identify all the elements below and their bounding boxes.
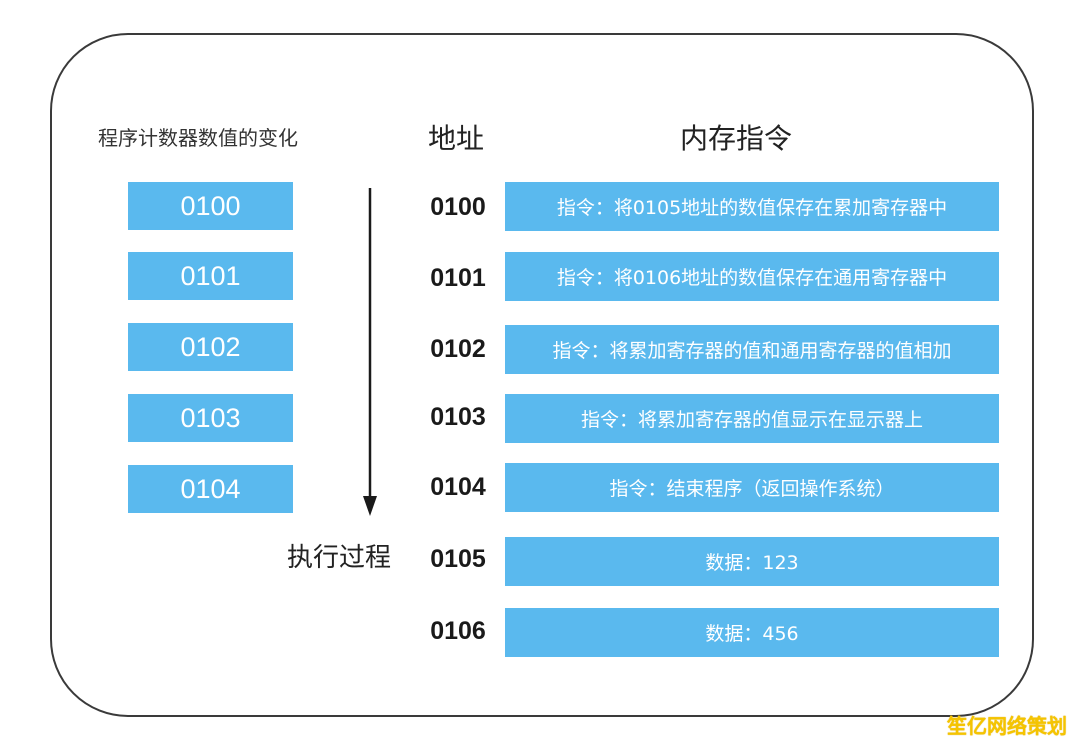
pc-value-box: 0101	[128, 252, 293, 300]
address-label: 0106	[430, 617, 486, 645]
address-label: 0100	[430, 193, 486, 221]
watermark: 笙亿网络策划	[947, 714, 1067, 738]
address-label: 0104	[430, 473, 486, 501]
memory-cell: 数据：123	[505, 537, 999, 586]
memory-cell: 指令：将0106地址的数值保存在通用寄存器中	[505, 252, 999, 301]
memory-column-title: 内存指令	[680, 122, 793, 155]
address-label: 0101	[430, 264, 486, 292]
memory-cell: 数据：456	[505, 608, 999, 657]
down-arrow-icon	[363, 188, 377, 516]
memory-cell: 指令：将0105地址的数值保存在累加寄存器中	[505, 182, 999, 231]
execution-process-label: 执行过程	[287, 543, 392, 573]
address-label: 0103	[430, 403, 486, 431]
address-label: 0102	[430, 335, 486, 363]
pc-value-box: 0102	[128, 323, 293, 371]
address-label: 0105	[430, 545, 486, 573]
pc-column-title: 程序计数器数值的变化	[98, 126, 298, 150]
memory-cell: 指令：将累加寄存器的值和通用寄存器的值相加	[505, 325, 999, 374]
address-column-title: 地址	[428, 122, 485, 155]
pc-value-box: 0103	[128, 394, 293, 442]
pc-value-box: 0100	[128, 182, 293, 230]
pc-value-box: 0104	[128, 465, 293, 513]
memory-cell: 指令：结束程序（返回操作系统）	[505, 463, 999, 512]
memory-cell: 指令：将累加寄存器的值显示在显示器上	[505, 394, 999, 443]
diagram-frame	[50, 33, 1034, 717]
